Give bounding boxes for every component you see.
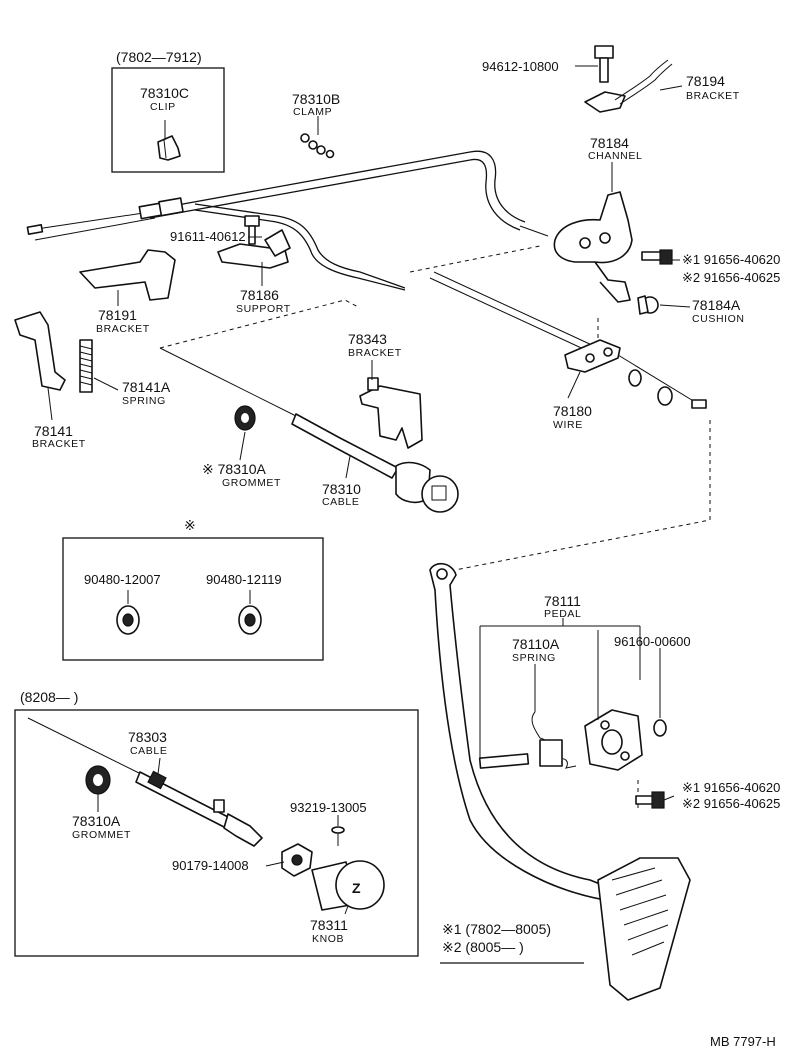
part-number-91656-40620-bottom: ※1 91656-40620	[682, 780, 780, 795]
part-number-78303: 78303	[128, 729, 167, 745]
part-number-78310b: 78310B	[292, 91, 340, 107]
diagram-code: MB 7797-H	[710, 1034, 776, 1049]
part-number-78311: 78311	[310, 917, 348, 933]
part-name-78343: BRACKET	[348, 347, 402, 359]
part-name-78310b: CLAMP	[293, 106, 332, 118]
part-number-78310: 78310	[322, 481, 361, 497]
spring-78110a-drawing	[531, 711, 577, 769]
part-number-78186: 78186	[240, 287, 279, 303]
part-name-78110a: SPRING	[512, 652, 556, 664]
part-number-78141a: 78141A	[122, 379, 171, 395]
part-number-78110a: 78110A	[512, 636, 560, 652]
part-number-90480-12007: 90480-12007	[84, 572, 161, 587]
screw-93219-drawing	[331, 826, 345, 846]
bracket-78141-drawing	[14, 311, 66, 391]
footnote-1: ※1 (7802—8005)	[442, 921, 551, 937]
part-number-90480-12119: 90480-12119	[206, 572, 282, 587]
knob-78311-drawing: Z	[311, 860, 385, 911]
part-number-78191: 78191	[98, 307, 137, 323]
part-name-78194: BRACKET	[686, 90, 740, 102]
cable-78310-drawing	[159, 347, 459, 513]
part-number-91611: 91611-40612	[170, 229, 246, 244]
cable-box	[14, 709, 419, 957]
pedal-bracket-drawing	[584, 709, 643, 771]
part-name-78310: CABLE	[322, 496, 359, 508]
clip-box	[111, 67, 225, 173]
part-number-93219: 93219-13005	[290, 800, 367, 815]
cable-78303-drawing	[27, 717, 263, 847]
part-name-78141: BRACKET	[32, 438, 86, 450]
part-name-78311: KNOB	[312, 933, 344, 945]
clip-range-label: (7802—7912)	[116, 49, 202, 65]
part-name-78180: WIRE	[553, 419, 583, 431]
bracket-78194-drawing	[584, 59, 673, 113]
part-number-78310a-box: 78310A	[72, 813, 121, 829]
part-number-78184a: 78184A	[692, 297, 741, 313]
bracket-78191-drawing	[79, 249, 176, 301]
part-number-78310a: ※ 78310A	[202, 461, 267, 477]
wire-78180-drawing	[429, 271, 707, 409]
support-78186-drawing	[217, 229, 291, 269]
part-name-78141a: SPRING	[122, 395, 166, 407]
pedal-label-lines	[479, 618, 661, 760]
part-name-78310c: CLIP	[150, 101, 176, 113]
part-number-78180: 78180	[553, 403, 592, 419]
bolt-91611-drawing	[244, 215, 260, 245]
part-name-78310a-box: GROMMET	[72, 829, 131, 841]
grommet-78310a-drawing	[234, 405, 256, 431]
grommet-mark-label: ※	[184, 517, 196, 533]
bracket-78343-drawing	[359, 377, 423, 449]
part-name-78191: BRACKET	[96, 323, 150, 335]
part-number-94612: 94612-10800	[482, 59, 559, 74]
part-name-78111: PEDAL	[544, 608, 581, 620]
part-number-91656-40625-top: ※2 91656-40625	[682, 270, 780, 285]
clip-96160-drawing	[653, 719, 667, 737]
part-number-90179: 90179-14008	[172, 858, 249, 873]
leader-lines	[47, 65, 691, 915]
part-number-78111: 78111	[544, 593, 581, 609]
pedal-78111-drawing	[429, 562, 691, 1001]
part-number-78343: 78343	[348, 331, 387, 347]
part-name-78310a: GROMMET	[222, 477, 281, 489]
nut-90179-drawing	[281, 843, 313, 877]
clamp-78310b-drawing	[300, 133, 335, 159]
part-name-78184: CHANNEL	[588, 150, 642, 162]
clip-78310c-drawing	[157, 135, 181, 161]
svg-text:Z: Z	[352, 880, 361, 896]
part-number-96160: 96160-00600	[614, 634, 691, 649]
cushion-78184a-drawing	[637, 295, 659, 315]
bolt-94612-drawing	[594, 45, 614, 83]
part-number-78141: 78141	[34, 423, 73, 439]
part-number-91656-40625-bottom: ※2 91656-40625	[682, 796, 780, 811]
grommet-90480-12119-drawing	[238, 605, 262, 635]
grommet-box	[62, 537, 324, 661]
grommet-90480-12007-drawing	[116, 605, 140, 635]
part-name-78303: CABLE	[130, 745, 167, 757]
part-name-78186: SUPPORT	[236, 303, 291, 315]
part-name-78184a: CUSHION	[692, 313, 745, 325]
spring-78141a-drawing	[79, 339, 93, 393]
footnote-2: ※2 (8005— )	[442, 939, 524, 955]
part-number-78184: 78184	[590, 135, 629, 151]
cable-range-label: (8208— )	[20, 689, 78, 705]
bolt-91656-bottom-drawing	[635, 791, 665, 809]
part-number-78194: 78194	[686, 73, 725, 89]
channel-78184-drawing	[553, 191, 633, 303]
bolt-91656-top-drawing	[641, 249, 673, 265]
part-number-78310c: 78310C	[140, 85, 189, 101]
part-number-91656-40620-top: ※1 91656-40620	[682, 252, 780, 267]
main-cable	[26, 150, 549, 291]
